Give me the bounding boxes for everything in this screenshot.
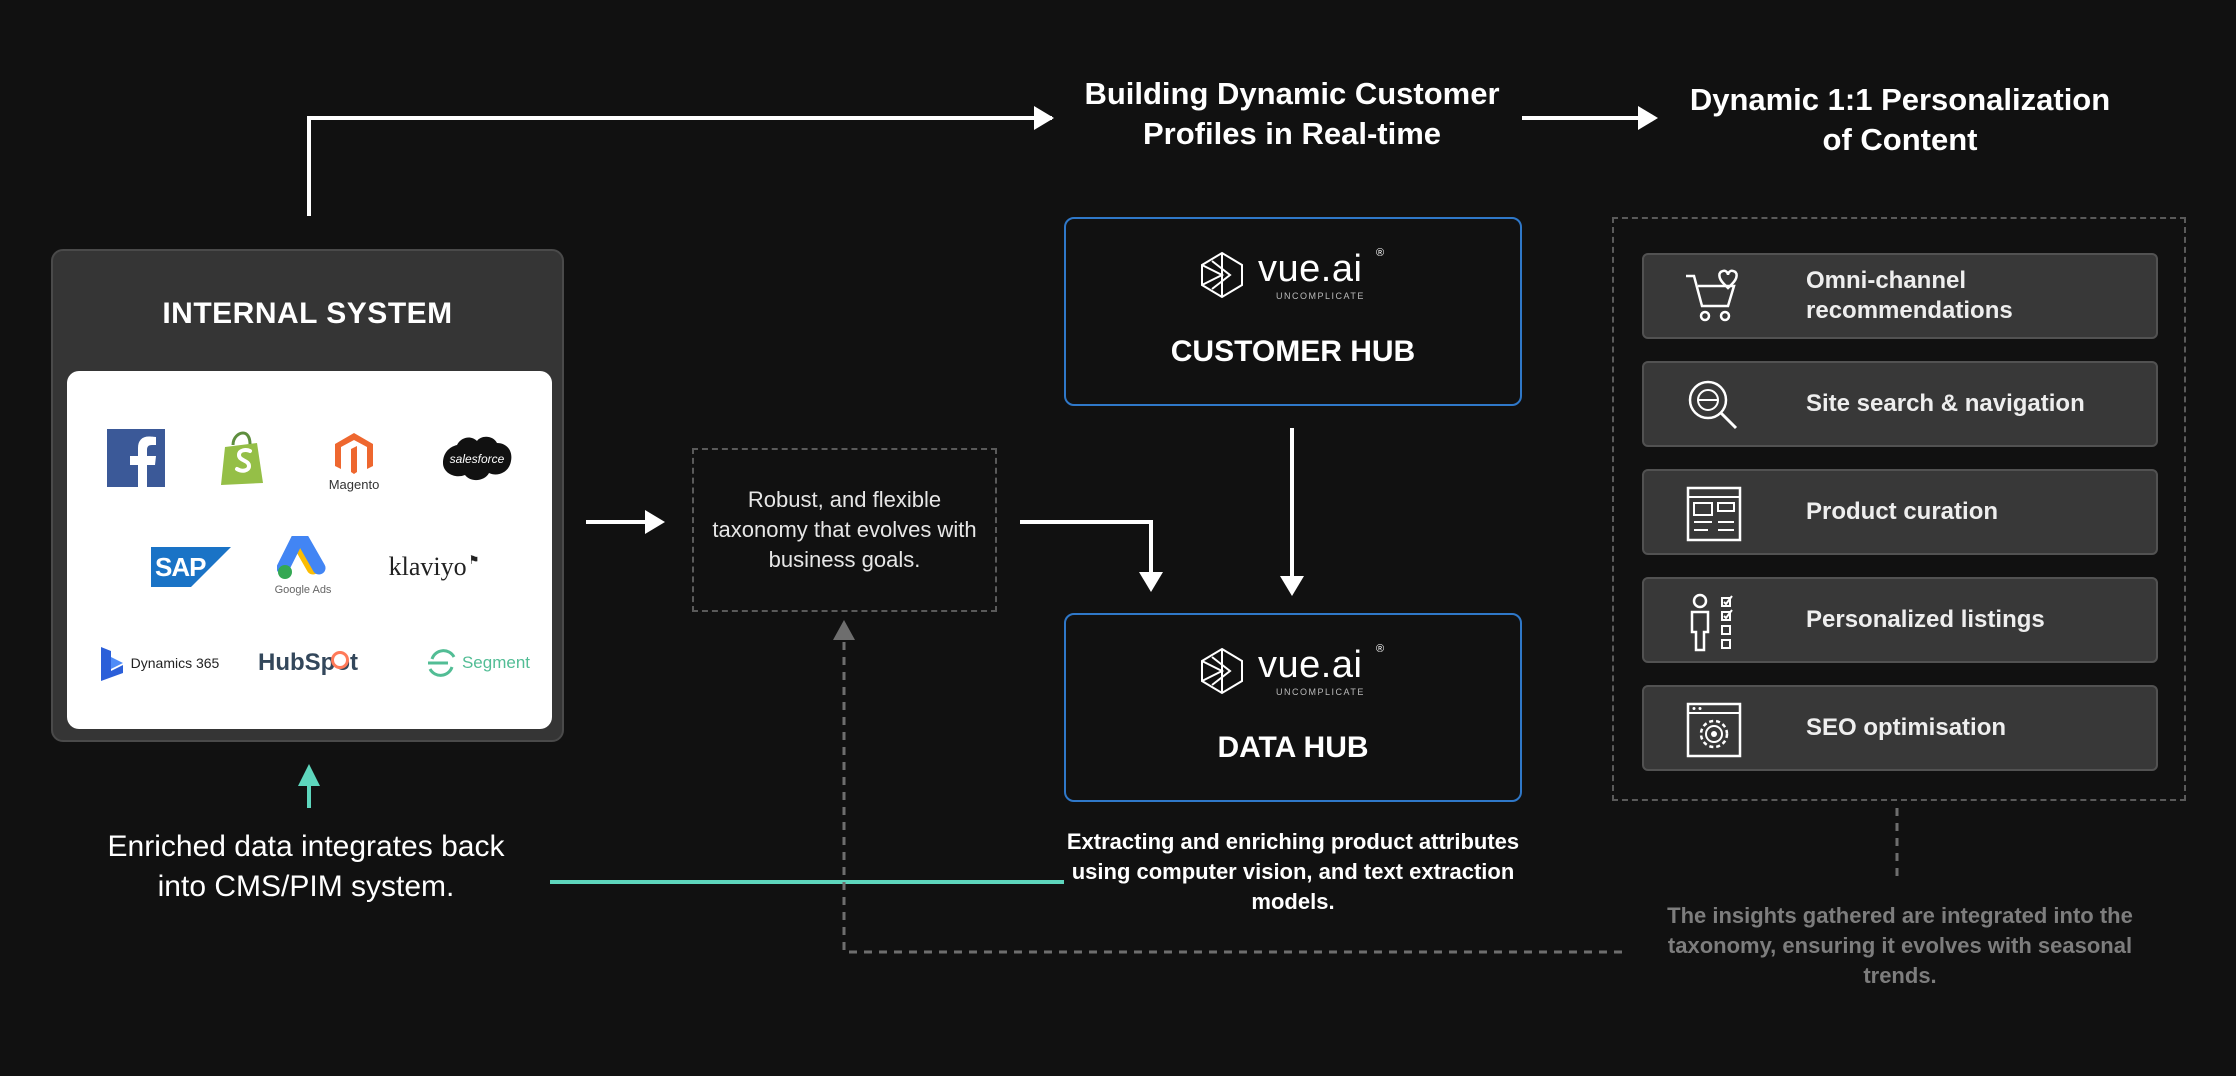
integrations-logo-card: Magento salesforce SAP bbox=[67, 371, 552, 729]
person-checklist-icon bbox=[1690, 593, 1733, 652]
customer-hub-title: CUSTOMER HUB bbox=[1170, 335, 1416, 368]
sprocket-icon bbox=[331, 651, 349, 669]
curation-icon bbox=[1686, 486, 1742, 542]
cart-heart-icon bbox=[1686, 269, 1738, 322]
arrow-internal-to-profiles bbox=[307, 116, 1052, 216]
vue-ai-logo: vue.ai ® UNCOMPLICATE bbox=[1196, 247, 1396, 303]
hubspot-logo-icon: HubSpot bbox=[258, 649, 358, 676]
google-ads-logo-icon: Google Ads bbox=[267, 531, 339, 601]
shopify-logo-icon bbox=[217, 431, 267, 487]
personalization-label: SEO optimisation bbox=[1806, 714, 2007, 741]
personalization-item-personalized-listings: Personalized listings bbox=[1642, 577, 2158, 663]
klaviyo-logo-icon: klaviyo ⚑ bbox=[388, 552, 480, 581]
heading-personalization: Dynamic 1:1 Personalization of Content bbox=[1689, 82, 2111, 157]
internal-system-title: INTERNAL SYSTEM bbox=[162, 297, 453, 330]
enriched-data-caption: Enriched data integrates back into CMS/P… bbox=[107, 830, 505, 903]
arrow-taxonomy-to-datahub bbox=[1020, 520, 1153, 575]
sap-logo-icon: SAP bbox=[151, 547, 231, 587]
personalization-label: Personalized listings bbox=[1806, 606, 2045, 633]
seo-gear-icon bbox=[1686, 702, 1742, 758]
taxonomy-text: Robust, and flexible taxonomy that evolv… bbox=[712, 487, 977, 572]
data-hub-title: DATA HUB bbox=[1217, 731, 1369, 764]
data-hub-card: vue.ai ® UNCOMPLICATE DATA HUB bbox=[1064, 613, 1522, 802]
personalization-item-product-curation: Product curation bbox=[1642, 469, 2158, 555]
salesforce-logo-icon: salesforce bbox=[439, 431, 515, 487]
personalization-label: Omni-channel recommendations bbox=[1806, 267, 2013, 324]
vue-ai-mark-icon bbox=[1201, 251, 1243, 299]
heading-profiles: Building Dynamic Customer Profiles in Re… bbox=[1084, 76, 1500, 151]
taxonomy-box: Robust, and flexible taxonomy that evolv… bbox=[692, 448, 997, 612]
personalization-label: Product curation bbox=[1806, 498, 1999, 525]
flag-icon: ⚑ bbox=[468, 553, 480, 567]
personalization-label: Site search & navigation bbox=[1806, 390, 2085, 417]
insights-caption: The insights gathered are integrated int… bbox=[1667, 903, 2133, 988]
personalization-item-seo: SEO optimisation bbox=[1642, 685, 2158, 771]
personalization-panel: Omni-channel recommendations Site search… bbox=[1612, 217, 2186, 801]
vue-ai-logo: vue.ai ® UNCOMPLICATE bbox=[1196, 643, 1396, 699]
data-hub-caption: Extracting and enriching product attribu… bbox=[1066, 829, 1520, 914]
dynamics-365-logo-icon: Dynamics 365 bbox=[95, 643, 223, 683]
magento-logo-icon: Magento bbox=[319, 429, 389, 493]
search-icon bbox=[1688, 380, 1738, 430]
segment-logo-icon: Segment bbox=[419, 643, 537, 683]
customer-hub-card: vue.ai ® UNCOMPLICATE CUSTOMER HUB bbox=[1064, 217, 1522, 406]
facebook-logo-icon bbox=[107, 429, 165, 487]
personalization-item-site-search: Site search & navigation bbox=[1642, 361, 2158, 447]
vue-ai-mark-icon bbox=[1201, 647, 1243, 695]
internal-system-panel: INTERNAL SYSTEM bbox=[51, 249, 564, 742]
personalization-item-omni-channel: Omni-channel recommendations bbox=[1642, 253, 2158, 339]
